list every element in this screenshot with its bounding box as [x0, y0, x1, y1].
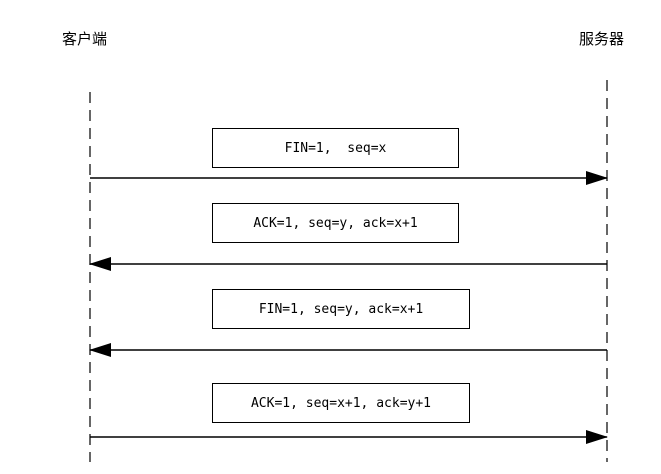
message-box-2: ACK=1, seq=y, ack=x+1	[212, 203, 459, 243]
message-box-4: ACK=1, seq=x+1, ack=y+1	[212, 383, 470, 423]
message-box-1: FIN=1, seq=x	[212, 128, 459, 168]
message-box-3: FIN=1, seq=y, ack=x+1	[212, 289, 470, 329]
server-participant-label: 服务器	[579, 30, 625, 48]
client-participant-label: 客户端	[62, 30, 108, 48]
